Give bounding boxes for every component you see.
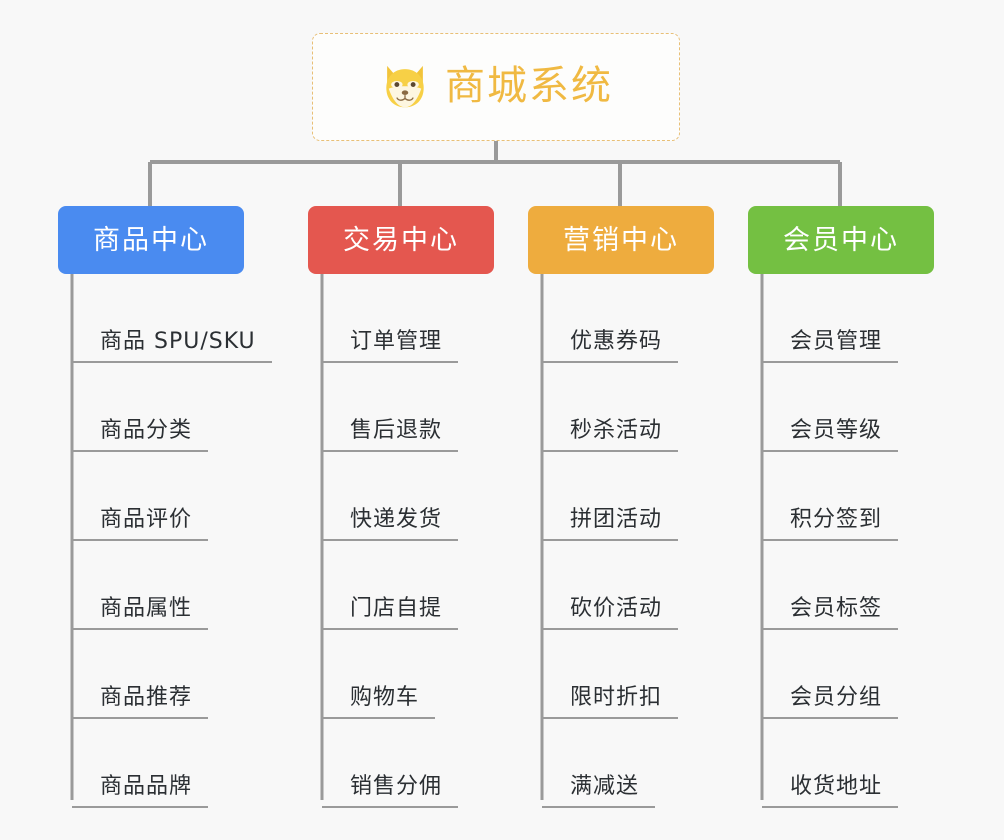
leaf-item-label: 订单管理 bbox=[322, 329, 459, 363]
category-header-product-center[interactable]: 商品中心 bbox=[58, 206, 244, 274]
leaf-item-label: 售后退款 bbox=[322, 418, 459, 452]
leaf-item[interactable]: 限时折扣 bbox=[542, 630, 714, 719]
leaf-item[interactable]: 销售分佣 bbox=[322, 719, 494, 808]
leaf-item[interactable]: 快递发货 bbox=[322, 452, 494, 541]
category-header-label: 会员中心 bbox=[783, 224, 899, 256]
category-header-label: 营销中心 bbox=[563, 224, 679, 256]
leaf-item-label: 秒杀活动 bbox=[542, 418, 679, 452]
leaf-item[interactable]: 优惠券码 bbox=[542, 274, 714, 363]
leaf-item-label: 商品分类 bbox=[72, 418, 209, 452]
column-trade-center: 交易中心订单管理售后退款快递发货门店自提购物车销售分佣 bbox=[308, 206, 494, 808]
leaf-item[interactable]: 积分签到 bbox=[762, 452, 934, 541]
leaf-item-label: 积分签到 bbox=[762, 507, 899, 541]
root-title: 商城系统 bbox=[445, 62, 613, 109]
leaf-item[interactable]: 商品属性 bbox=[72, 541, 244, 630]
leaf-item[interactable]: 会员等级 bbox=[762, 363, 934, 452]
leaf-item-label: 砍价活动 bbox=[542, 596, 679, 630]
category-header-label: 商品中心 bbox=[93, 224, 209, 256]
leaf-list-product-center: 商品 SPU/SKU 商品分类商品评价商品属性商品推荐商品品牌 bbox=[58, 274, 272, 808]
leaf-item-label: 拼团活动 bbox=[542, 507, 679, 541]
leaf-item-label: 优惠券码 bbox=[542, 329, 679, 363]
column-marketing-center: 营销中心优惠券码秒杀活动拼团活动砍价活动限时折扣满减送 bbox=[528, 206, 714, 808]
category-header-label: 交易中心 bbox=[343, 224, 459, 256]
leaf-item-label: 商品推荐 bbox=[72, 685, 209, 719]
leaf-item[interactable]: 商品推荐 bbox=[72, 630, 244, 719]
leaf-item-label: 收货地址 bbox=[762, 774, 899, 808]
leaf-item-label: 商品品牌 bbox=[72, 774, 209, 808]
leaf-item-label: 快递发货 bbox=[322, 507, 459, 541]
leaf-item-label: 商品 SPU/SKU bbox=[72, 329, 272, 363]
leaf-item-label: 会员标签 bbox=[762, 596, 899, 630]
leaf-list-trade-center: 订单管理售后退款快递发货门店自提购物车销售分佣 bbox=[308, 274, 494, 808]
leaf-item-label: 门店自提 bbox=[322, 596, 459, 630]
column-product-center: 商品中心商品 SPU/SKU 商品分类商品评价商品属性商品推荐商品品牌 bbox=[58, 206, 272, 808]
leaf-item-label: 会员管理 bbox=[762, 329, 899, 363]
category-header-marketing-center[interactable]: 营销中心 bbox=[528, 206, 714, 274]
leaf-item-label: 购物车 bbox=[322, 685, 436, 719]
leaf-list-member-center: 会员管理会员等级积分签到会员标签会员分组收货地址 bbox=[748, 274, 934, 808]
leaf-item[interactable]: 会员标签 bbox=[762, 541, 934, 630]
leaf-item-label: 商品属性 bbox=[72, 596, 209, 630]
leaf-item[interactable]: 商品品牌 bbox=[72, 719, 244, 808]
leaf-item[interactable]: 秒杀活动 bbox=[542, 363, 714, 452]
leaf-item-label: 会员等级 bbox=[762, 418, 899, 452]
leaf-item-label: 会员分组 bbox=[762, 685, 899, 719]
leaf-item[interactable]: 门店自提 bbox=[322, 541, 494, 630]
leaf-item-label: 满减送 bbox=[542, 774, 656, 808]
leaf-item[interactable]: 收货地址 bbox=[762, 719, 934, 808]
leaf-item[interactable]: 拼团活动 bbox=[542, 452, 714, 541]
root-node[interactable]: 商城系统 bbox=[312, 33, 680, 141]
column-member-center: 会员中心会员管理会员等级积分签到会员标签会员分组收货地址 bbox=[748, 206, 934, 808]
leaf-item[interactable]: 会员分组 bbox=[762, 630, 934, 719]
leaf-item[interactable]: 商品分类 bbox=[72, 363, 244, 452]
category-header-trade-center[interactable]: 交易中心 bbox=[308, 206, 494, 274]
category-header-member-center[interactable]: 会员中心 bbox=[748, 206, 934, 274]
leaf-item[interactable]: 售后退款 bbox=[322, 363, 494, 452]
leaf-item[interactable]: 订单管理 bbox=[322, 274, 494, 363]
leaf-item[interactable]: 商品 SPU/SKU bbox=[72, 274, 272, 363]
shiba-dog-face-icon bbox=[386, 65, 424, 108]
leaf-item[interactable]: 砍价活动 bbox=[542, 541, 714, 630]
leaf-item[interactable]: 会员管理 bbox=[762, 274, 934, 363]
leaf-item[interactable]: 购物车 bbox=[322, 630, 494, 719]
leaf-item[interactable]: 商品评价 bbox=[72, 452, 244, 541]
leaf-item[interactable]: 满减送 bbox=[542, 719, 714, 808]
leaf-item-label: 商品评价 bbox=[72, 507, 209, 541]
leaf-item-label: 限时折扣 bbox=[542, 685, 679, 719]
leaf-list-marketing-center: 优惠券码秒杀活动拼团活动砍价活动限时折扣满减送 bbox=[528, 274, 714, 808]
leaf-item-label: 销售分佣 bbox=[322, 774, 459, 808]
